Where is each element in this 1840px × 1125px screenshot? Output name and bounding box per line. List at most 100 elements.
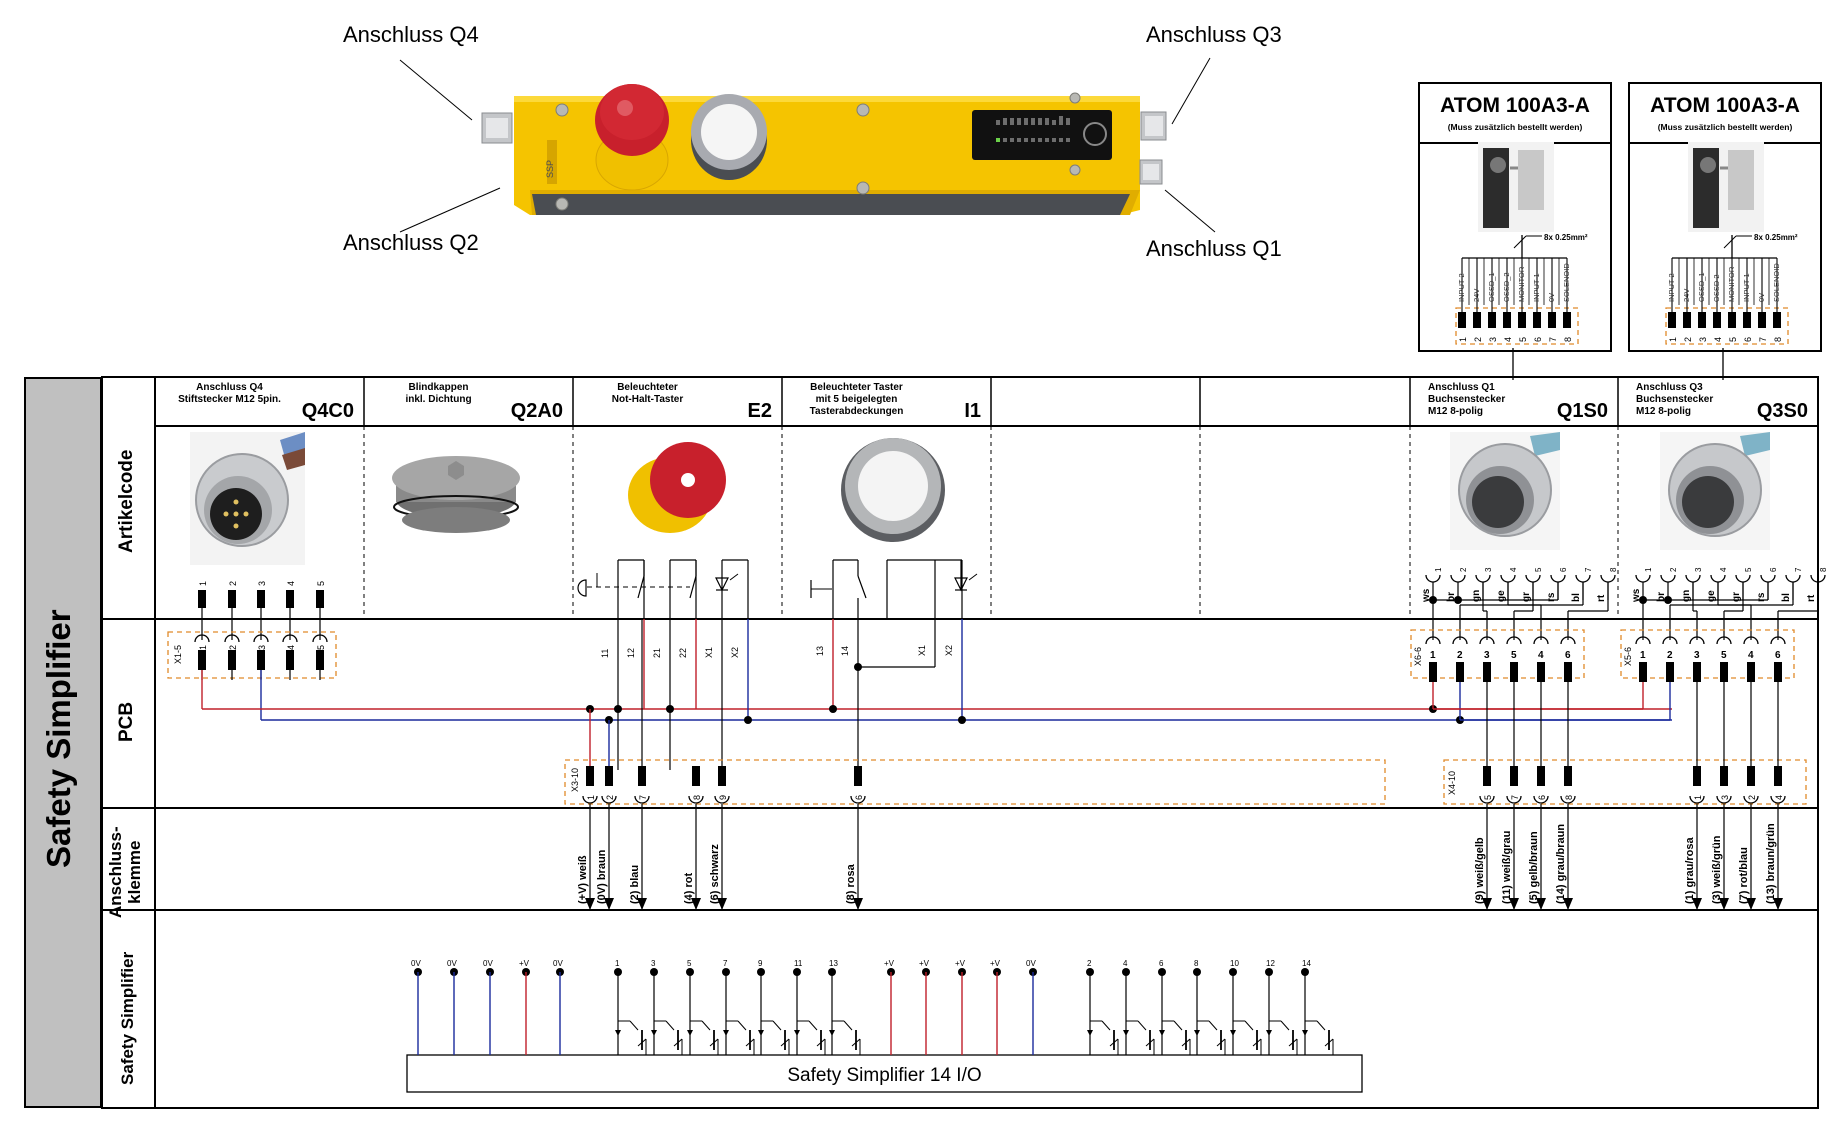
atom-cable-note: 8x 0.25mm² xyxy=(1754,233,1798,242)
x4-socket xyxy=(1716,795,1732,804)
m12-pin-number: 3 xyxy=(1484,567,1493,572)
estop-image xyxy=(628,442,726,533)
x4-pin-number: 5 xyxy=(1483,795,1493,800)
x4-connector-outline xyxy=(1443,759,1807,805)
callout-q2: Anschluss Q2 xyxy=(343,230,479,255)
atom-pin-label: INPUT 1 xyxy=(1532,273,1541,302)
x1-socket xyxy=(224,634,240,643)
transistor-lead xyxy=(1137,1020,1147,1031)
transistor-lead xyxy=(772,1020,782,1031)
transistor-arrow xyxy=(758,1030,764,1036)
terminal-label: (6) schwarz xyxy=(709,844,721,904)
simplifier-io-label: 13 xyxy=(829,959,838,968)
product-svg: SSP xyxy=(399,57,1216,233)
row-label-anschlussklemme: Anschluss- klemme xyxy=(106,826,144,918)
x3-pin-number: 9 xyxy=(718,795,728,800)
x4-pin-bar xyxy=(1747,766,1755,786)
button-wire-label: 13 xyxy=(815,646,825,656)
terminal-arrow xyxy=(1692,898,1702,910)
terminal-label: (5) gelb/braun xyxy=(1528,831,1540,904)
transistor-lead xyxy=(1244,1020,1254,1031)
product-illustration: SSP xyxy=(0,0,1840,370)
m12-pin-number: 4 xyxy=(1719,567,1728,572)
article-images xyxy=(190,432,1770,565)
transistor-lead xyxy=(1101,1020,1111,1031)
x3-socket xyxy=(582,795,598,804)
atom-pin-bar xyxy=(1668,312,1676,328)
junction-dot xyxy=(1454,596,1462,604)
transistor-emitter xyxy=(1252,1038,1262,1047)
terminal-arrow xyxy=(1536,898,1546,910)
m12-wire-color: br xyxy=(1656,592,1667,602)
estop-led-ray xyxy=(729,573,739,581)
m12-pin-number: 1 xyxy=(1434,567,1443,572)
atom-connector-outline xyxy=(1665,307,1789,345)
transistor-arrow xyxy=(687,1030,693,1036)
x3-pin-number: 1 xyxy=(586,795,596,800)
atom-pin-number: 4 xyxy=(1713,337,1723,342)
x1-pin-number: 2 xyxy=(228,645,238,650)
x-socket xyxy=(1560,636,1576,645)
m12-female-connector-image-q3 xyxy=(1660,432,1770,550)
atom-pin-bar xyxy=(1773,312,1781,328)
terminal-label: (14) grau/braun xyxy=(1555,824,1567,904)
x4-pin-number: 3 xyxy=(1720,795,1730,800)
terminal-arrow xyxy=(1746,898,1756,910)
atom-pin-label: INPUT 1 xyxy=(1742,273,1751,302)
transistor-emitter xyxy=(816,1038,826,1047)
atom-pin-label: INPUT 2 xyxy=(1667,273,1676,302)
button-wire-label: X2 xyxy=(944,645,954,656)
x1-pin-number: 4 xyxy=(286,645,296,650)
estop-wire-label: 11 xyxy=(600,649,610,658)
x1-pin-number: 1 xyxy=(198,645,208,650)
terminal-arrow xyxy=(717,898,727,910)
transistor-emitter xyxy=(851,1038,861,1047)
x3-connector-outline xyxy=(564,759,1386,805)
x1-pin-bar xyxy=(286,650,294,670)
terminal-arrow xyxy=(637,898,647,910)
x-pin-bar xyxy=(1720,662,1728,682)
transistor-emitter xyxy=(1145,1038,1155,1047)
m12-pin-number: 4 xyxy=(1509,567,1518,572)
atom-pin-bar xyxy=(1503,312,1511,328)
atom-pin-number: 2 xyxy=(1473,337,1483,342)
x-pin-bar xyxy=(1537,662,1545,682)
q4-pin-bar xyxy=(257,590,265,608)
transistor-emitter xyxy=(1216,1038,1226,1047)
atom-pin-number: 1 xyxy=(1458,337,1468,342)
atom-pin-number: 3 xyxy=(1488,337,1498,342)
blind-cap-image xyxy=(392,456,520,533)
m12-wire-color: ws xyxy=(1631,588,1642,603)
simplifier-io-label: 7 xyxy=(723,959,728,968)
estop-button xyxy=(595,84,669,191)
m12-pin-number: 7 xyxy=(1794,567,1803,572)
m12-wire-color: gn xyxy=(1471,590,1482,602)
x-pin-number: 1 xyxy=(1640,650,1646,661)
simplifier-io-label: 6 xyxy=(1159,959,1164,968)
simplifier-terminal-label: +V xyxy=(990,959,1001,968)
atom-actuator xyxy=(1518,150,1544,210)
callout-q4: Anschluss Q4 xyxy=(343,22,479,47)
table-frame xyxy=(101,376,1819,1109)
transistor-lead xyxy=(629,1020,639,1031)
transistor-arrow xyxy=(1159,1030,1165,1036)
x3-pin-number: 2 xyxy=(605,795,615,800)
simplifier-io-label: 11 xyxy=(794,959,803,968)
svg-text:SSP: SSP xyxy=(545,160,555,178)
simplifier-terminal-label: +V xyxy=(955,959,966,968)
m12-pin-number: 2 xyxy=(1669,567,1678,572)
q4-pin-bar xyxy=(198,590,206,608)
x4-pin-number: 6 xyxy=(1537,795,1547,800)
x5-connector-outline xyxy=(1620,629,1795,679)
x4-pin-number: 7 xyxy=(1510,795,1520,800)
x3-socket xyxy=(688,795,704,804)
q4-pin-bar xyxy=(316,590,324,608)
q4-pin-bar xyxy=(286,590,294,608)
q4-pin-number: 2 xyxy=(228,581,238,586)
estop-contact-blade xyxy=(689,575,697,599)
simplifier-terminal-label: 0V xyxy=(553,959,563,968)
atom-pin-label: 24V xyxy=(1682,289,1691,302)
x4-pin-number: 8 xyxy=(1564,795,1574,800)
